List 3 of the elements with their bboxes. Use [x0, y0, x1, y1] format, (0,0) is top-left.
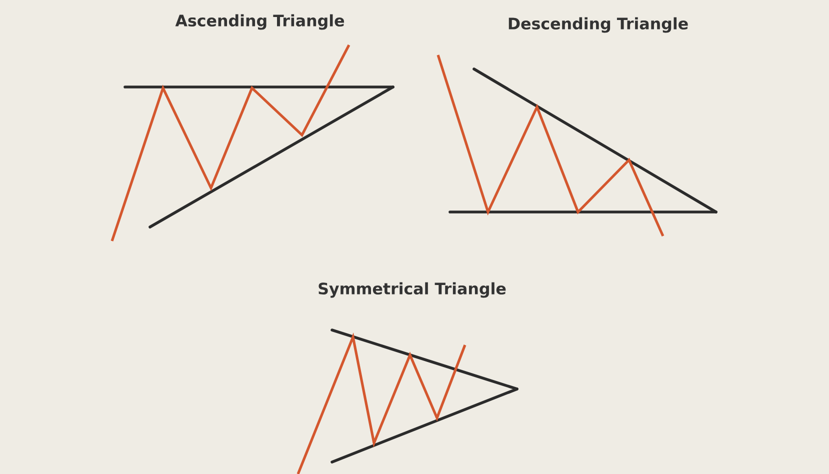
pattern-title: Descending Triangle	[508, 17, 688, 33]
pattern-title: Symmetrical Triangle	[318, 282, 506, 298]
pattern-title: Ascending Triangle	[175, 14, 344, 30]
